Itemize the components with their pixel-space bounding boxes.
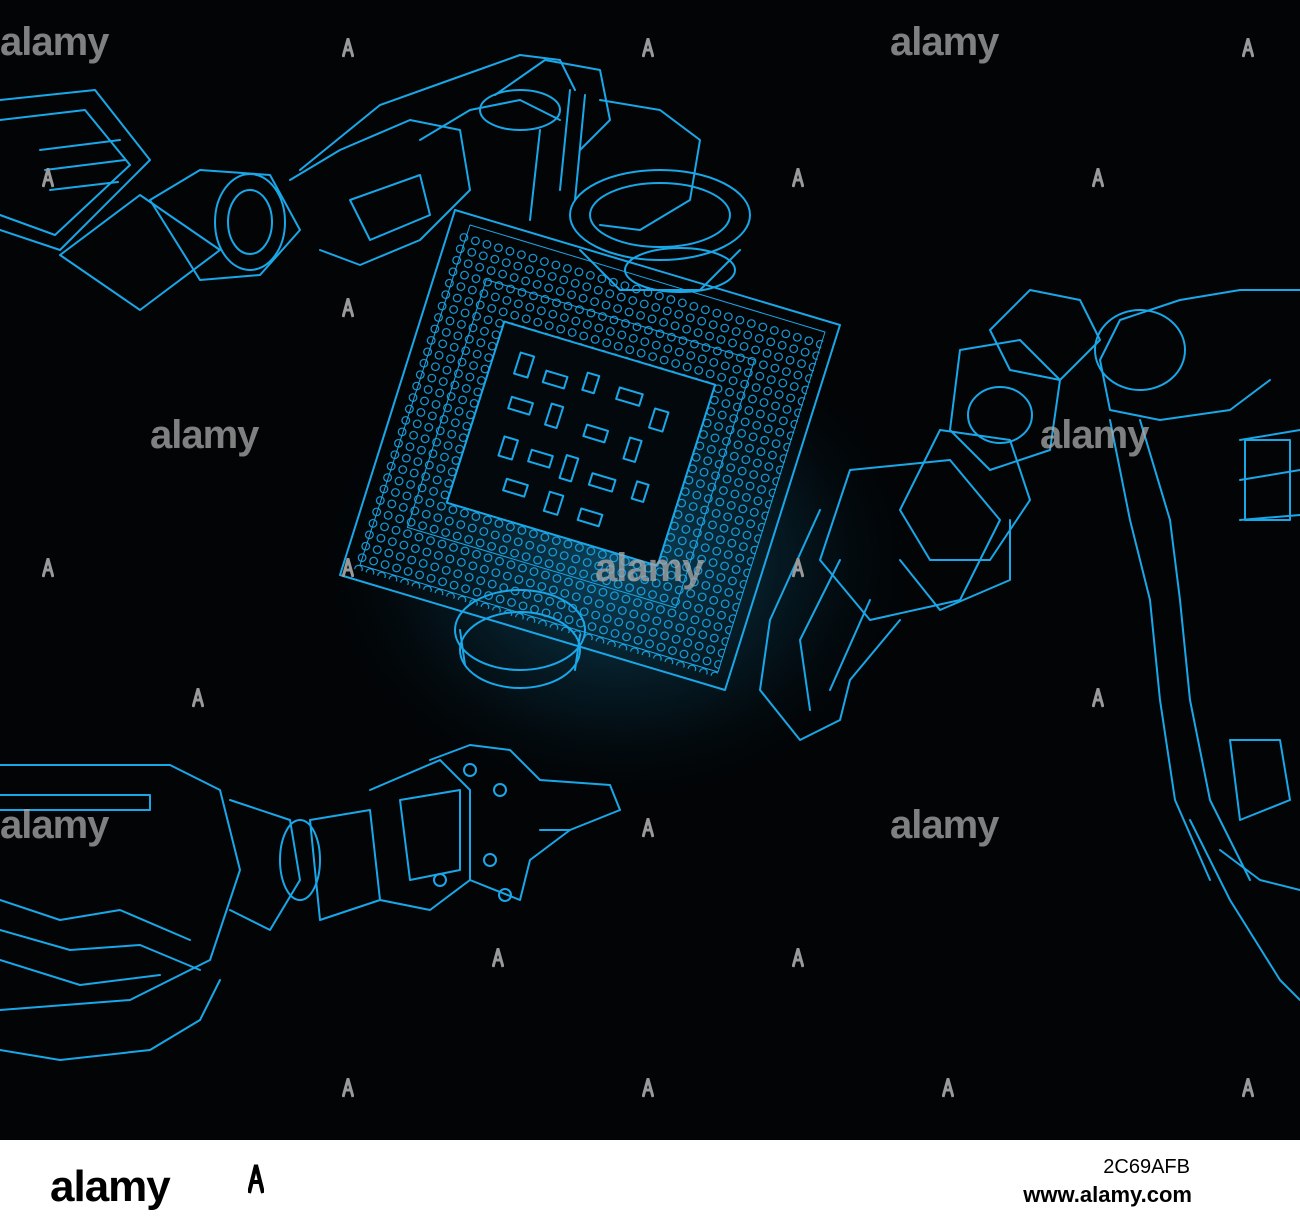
watermark-a-icon	[342, 38, 354, 58]
robotic-arm-right	[759, 289, 1300, 1001]
watermark-a-icon	[792, 948, 804, 968]
watermark-text: alamy	[595, 546, 704, 590]
footer-logo: alamy	[50, 1162, 171, 1211]
robotics-illustration	[0, 54, 1300, 1061]
watermark-a-icon	[42, 558, 54, 578]
robotic-arm-top-left	[0, 54, 751, 311]
watermark-a-icon	[1242, 1078, 1254, 1098]
footer-bar: alamy 2C69AFB www.alamy.com	[0, 1140, 1300, 1231]
image-id: 2C69AFB	[1103, 1156, 1190, 1178]
watermark-a-icon	[1242, 38, 1254, 58]
watermark-text: alamy	[1040, 413, 1149, 457]
watermark-a-icon	[42, 168, 54, 188]
watermark-a-icon	[1092, 168, 1104, 188]
watermark-a-icon	[792, 558, 804, 578]
illustration: alamy alamy alamy alamy alamy alamy alam…	[0, 20, 1300, 1098]
watermark-a-icon	[642, 38, 654, 58]
site-url: www.alamy.com	[1023, 1182, 1192, 1207]
watermark-a-icon	[792, 168, 804, 188]
watermark-text: alamy	[0, 20, 109, 64]
watermark-a-icon	[642, 818, 654, 838]
watermark-a-icon	[492, 948, 504, 968]
watermark-a-icon	[342, 1078, 354, 1098]
watermark-a-icon	[1092, 688, 1104, 708]
watermark-text: alamy	[150, 413, 259, 457]
watermark-text: alamy	[0, 803, 109, 847]
watermark-a-icon	[942, 1078, 954, 1098]
watermark-text: alamy	[890, 803, 999, 847]
watermark-a-icon	[642, 1078, 654, 1098]
watermark-text: alamy	[890, 20, 999, 64]
robotic-arm-bottom-left	[0, 744, 621, 1061]
alamy-a-icon	[248, 1164, 264, 1194]
watermark-a-icon	[342, 298, 354, 318]
watermark-a-icon	[192, 688, 204, 708]
cpu-chip	[339, 209, 841, 691]
watermark-a-icon	[342, 558, 354, 578]
